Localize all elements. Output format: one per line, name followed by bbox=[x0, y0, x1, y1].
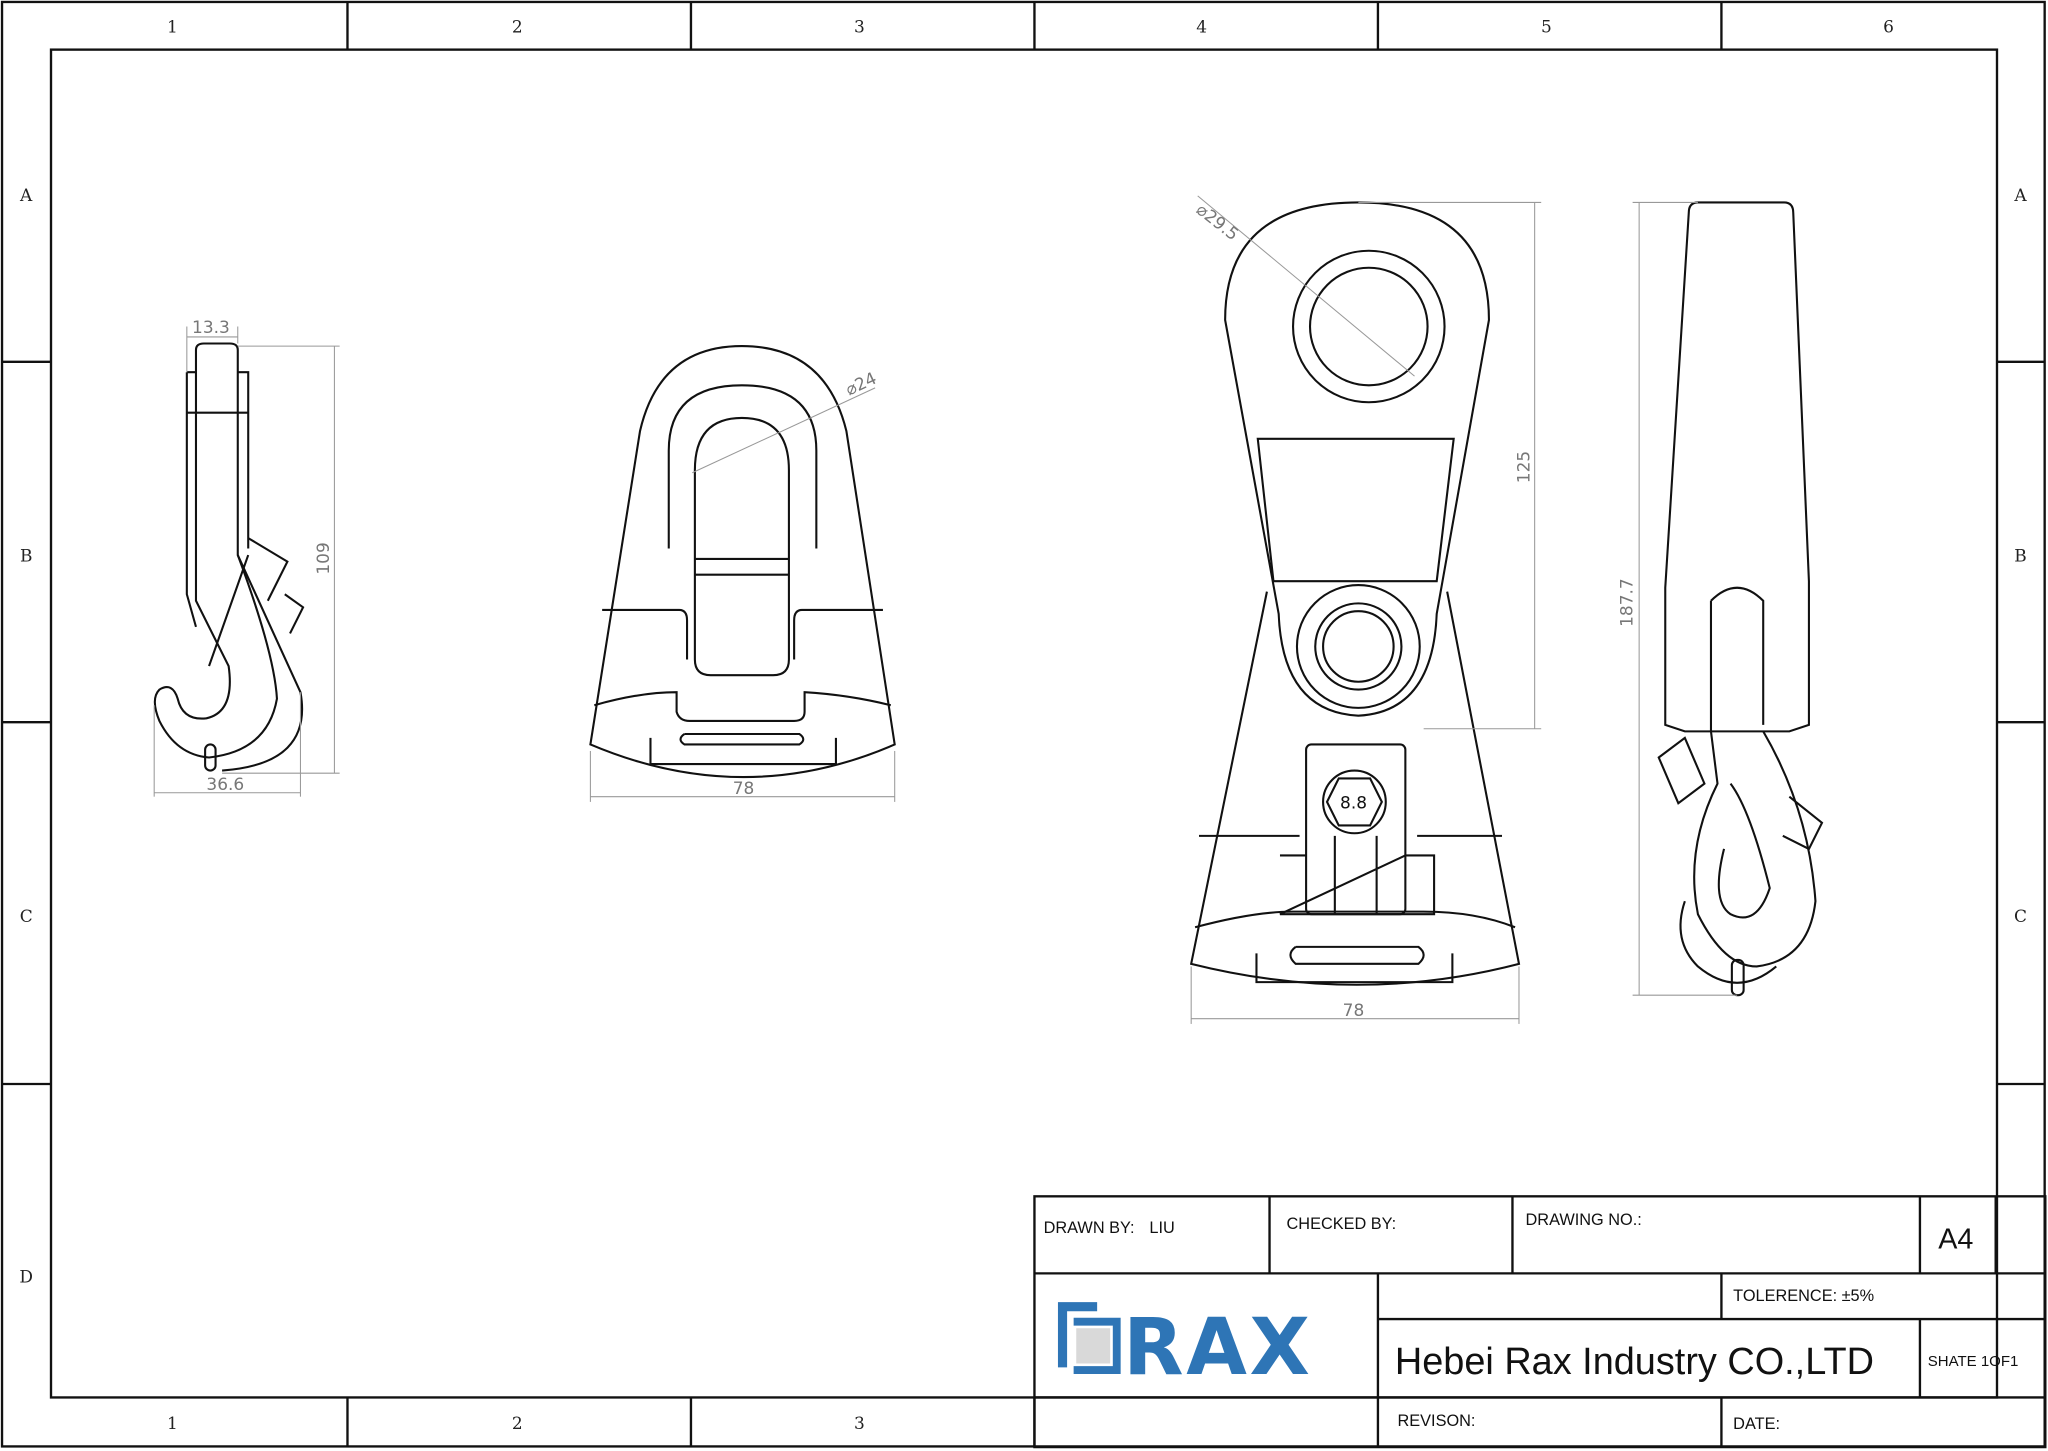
hook-side-view: 13.3 109 36.6 bbox=[153, 318, 340, 797]
dimension-label: 36.6 bbox=[206, 775, 244, 795]
dimension-label: 78 bbox=[733, 779, 755, 799]
column-label: 3 bbox=[854, 18, 865, 38]
dimension-label: ⌀29.5 bbox=[1192, 200, 1242, 245]
dimension-label: 187.7 bbox=[1618, 578, 1638, 627]
rax-logo: RAX bbox=[1057, 1302, 1312, 1393]
logo-text: RAX bbox=[1123, 1302, 1312, 1393]
bolt-grade-label: 8.8 bbox=[1340, 793, 1367, 813]
column-label: 4 bbox=[1196, 18, 1207, 38]
dimension-label: 109 bbox=[314, 542, 334, 574]
dimension-label: 78 bbox=[1343, 1001, 1365, 1021]
column-label: 2 bbox=[512, 18, 523, 38]
company-name: Hebei Rax Industry CO.,LTD bbox=[1395, 1341, 1874, 1383]
row-label: A bbox=[2013, 186, 2027, 206]
row-label: C bbox=[2014, 907, 2027, 927]
column-label: 6 bbox=[1883, 18, 1894, 38]
dimension-label: 13.3 bbox=[192, 318, 230, 338]
assembly-front-view: 8.8 ⌀29.5 125 78 bbox=[1189, 195, 1542, 1024]
column-label: 1 bbox=[167, 18, 178, 38]
revision-label: REVISON: bbox=[1398, 1412, 1476, 1430]
row-label: B bbox=[2014, 547, 2026, 567]
row-label: C bbox=[20, 907, 33, 927]
sheet-number: SHATE 1OF1 bbox=[1928, 1353, 2019, 1370]
column-label: 3 bbox=[854, 1414, 865, 1434]
column-label: 5 bbox=[1541, 18, 1552, 38]
checked-by-label: CHECKED BY: bbox=[1287, 1215, 1397, 1233]
row-label: B bbox=[20, 547, 32, 567]
drawn-by-label: DRAWN BY: bbox=[1044, 1219, 1135, 1237]
dimension-label: 125 bbox=[1514, 451, 1534, 483]
clamp-front-view: ⌀24 78 bbox=[589, 345, 896, 802]
paper-size: A4 bbox=[1938, 1224, 1973, 1256]
tolerance-value: ±5% bbox=[1842, 1287, 1875, 1305]
column-label: 1 bbox=[167, 1414, 178, 1434]
drawing-no-label: DRAWING NO.: bbox=[1526, 1211, 1642, 1229]
dimension-label: ⌀24 bbox=[843, 369, 880, 401]
column-label: 2 bbox=[512, 1414, 523, 1434]
row-label: A bbox=[19, 186, 33, 206]
date-label: DATE: bbox=[1733, 1415, 1780, 1433]
drawn-by-value: LIU bbox=[1149, 1219, 1174, 1237]
row-label: D bbox=[19, 1268, 33, 1288]
title-block: DRAWN BY: LIU CHECKED BY: DRAWING NO.: A… bbox=[1033, 1195, 2047, 1449]
tolerance-label: TOLERENCE: bbox=[1733, 1287, 1837, 1305]
assembly-side-view: 187.7 bbox=[1618, 201, 1824, 997]
